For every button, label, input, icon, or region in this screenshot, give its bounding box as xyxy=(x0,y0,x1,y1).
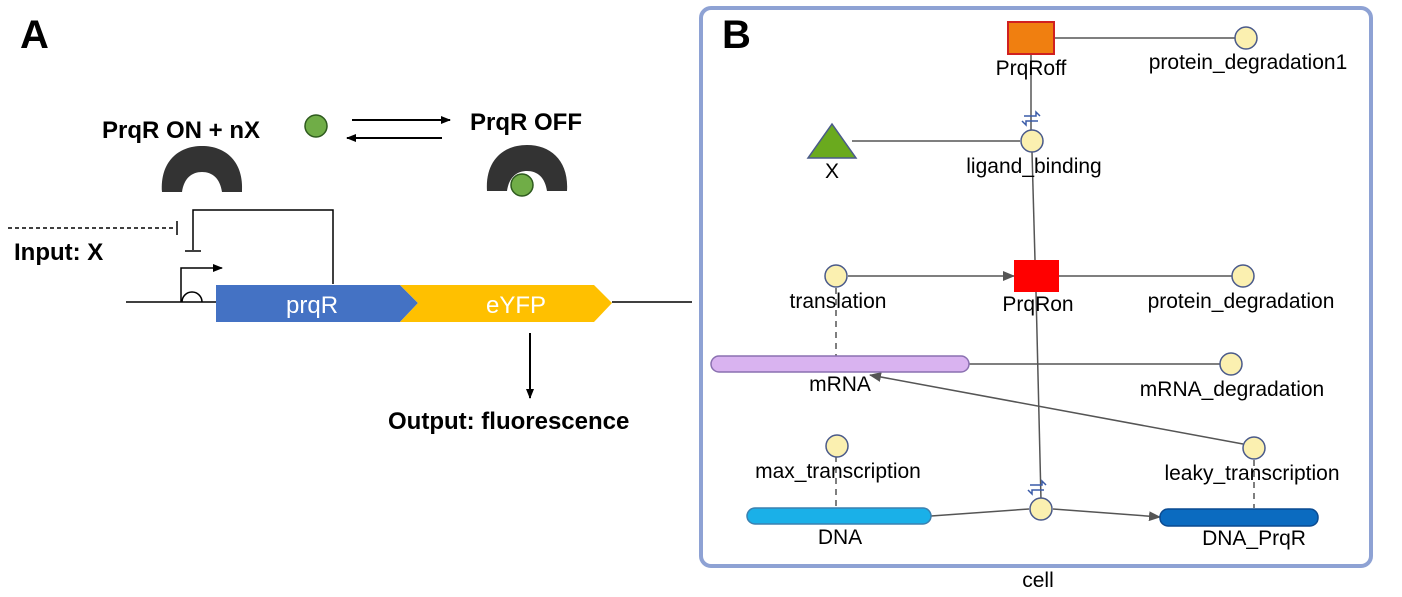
edge-prqron-transcription-modifier xyxy=(1035,291,1042,501)
species-prqron xyxy=(1014,260,1059,292)
cell-compartment xyxy=(699,6,1373,568)
feedback-repression-line xyxy=(192,209,334,284)
reaction-dna-binding xyxy=(1029,497,1053,521)
eyfp-gene xyxy=(400,285,612,322)
reaction-protein-degradation1 xyxy=(1234,26,1258,50)
modifier-glyph-icon xyxy=(1027,479,1047,496)
species-dna-label: DNA xyxy=(818,526,862,549)
species-mrna-label: mRNA xyxy=(809,373,871,396)
reaction-mrna-degradation xyxy=(1219,352,1243,376)
species-dna-prqr xyxy=(1159,508,1319,527)
prqr-gene xyxy=(216,285,418,322)
reaction-ligand-binding-label: ligand_binding xyxy=(966,155,1101,178)
species-prqroff-label: PrqRoff xyxy=(996,57,1067,80)
species-dna xyxy=(746,507,932,525)
species-prqroff xyxy=(1007,21,1055,55)
reaction-protein-degradation-label: protein_degradation xyxy=(1148,290,1335,313)
species-x-label: X xyxy=(825,160,839,183)
reaction-leaky-transcription-label: leaky_transcription xyxy=(1164,462,1339,485)
reaction-leaky-transcription xyxy=(1242,436,1266,460)
species-x xyxy=(806,122,858,159)
panel-b-letter: B xyxy=(722,13,751,57)
repressor-off-icon xyxy=(486,145,568,191)
species-mrna xyxy=(710,355,970,373)
reaction-max-transcription xyxy=(825,434,849,458)
compartment-label: cell xyxy=(1022,569,1054,592)
operator-site xyxy=(181,291,203,303)
prqr-off-label: PrqR OFF xyxy=(470,109,582,136)
reaction-protein-degradation1-label: protein_degradation1 xyxy=(1149,51,1348,74)
reaction-protein-degradation xyxy=(1231,264,1255,288)
promoter-arrow xyxy=(180,264,223,302)
edge-ligand-binding-prqron xyxy=(1031,151,1036,261)
species-prqron-label: PrqRon xyxy=(1002,293,1073,316)
prqr-gene-label: prqR xyxy=(286,292,338,319)
edge-dna-binding xyxy=(930,508,1030,517)
bound-ligand-icon xyxy=(510,173,534,197)
reaction-mrna-degradation-label: mRNA_degradation xyxy=(1140,378,1324,401)
modifier-glyph-icon xyxy=(1021,110,1041,127)
eyfp-gene-label: eYFP xyxy=(486,292,546,319)
output-label: Output: fluorescence xyxy=(388,408,629,435)
repressor-on-icon xyxy=(161,146,243,192)
prqr-on-label: PrqR ON + nX xyxy=(102,117,260,144)
input-label: Input: X xyxy=(14,239,103,266)
ligand-x-icon xyxy=(304,114,328,138)
reaction-ligand-binding xyxy=(1020,129,1044,153)
species-dna-prqr-label: DNA_PrqR xyxy=(1202,527,1306,550)
panel-a-letter: A xyxy=(20,13,49,57)
edge-binding-dna-prqr xyxy=(1052,508,1161,522)
reaction-translation xyxy=(824,264,848,288)
reaction-max-transcription-label: max_transcription xyxy=(755,460,921,483)
reaction-translation-label: translation xyxy=(790,290,887,313)
edge-leaky-transcription-mrna xyxy=(869,372,1244,445)
